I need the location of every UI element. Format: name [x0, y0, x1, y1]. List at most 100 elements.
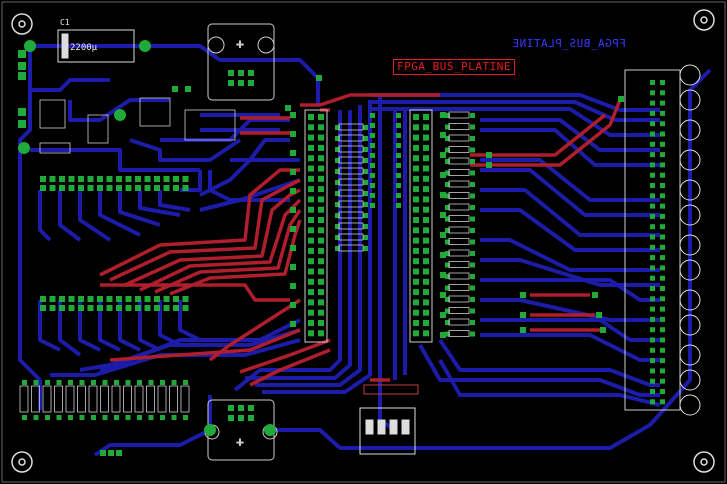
connector-pin: [660, 244, 665, 250]
connector-pin: [660, 100, 665, 106]
connector-pin: [660, 90, 665, 96]
ic-pin: [423, 165, 429, 172]
connector-pin: [650, 224, 655, 230]
resistor-pad: [370, 123, 375, 128]
ic-pin: [308, 124, 314, 131]
resistor-outline: [338, 145, 364, 153]
via: [290, 150, 296, 156]
ic-pin: [308, 237, 314, 244]
regulator-pad: [248, 70, 254, 76]
mirrored-board-label: FPGA_BUS_PLATINE: [512, 37, 626, 50]
resistor-pad: [102, 415, 108, 420]
resistor-outline: [123, 385, 132, 413]
resistor-pad: [470, 124, 475, 130]
resistor-pad: [445, 331, 450, 337]
connector-pin: [660, 389, 665, 394]
pad: [486, 152, 492, 158]
ic-pin: [423, 134, 429, 141]
pad: [520, 312, 526, 318]
resistor-outline: [88, 385, 98, 413]
header-pin: [68, 305, 75, 311]
round-pad: [114, 109, 126, 121]
header-pin: [106, 185, 113, 191]
ic-pin: [318, 165, 324, 172]
header-pin: [40, 305, 46, 311]
header-pin: [68, 176, 75, 182]
resistor-pad: [445, 182, 450, 187]
resistor-outline: [338, 211, 364, 219]
connector-pin: [660, 183, 665, 188]
resistor-pad: [335, 202, 340, 207]
connector-pin: [650, 100, 655, 106]
pad: [18, 108, 26, 116]
resistor-pad: [335, 180, 340, 185]
resistor-pad: [470, 182, 475, 187]
via: [440, 192, 446, 198]
resistor-pad: [445, 251, 450, 256]
header-pin: [135, 176, 141, 182]
header-pin: [163, 296, 170, 302]
ic-pin: [413, 320, 419, 326]
connector-pin: [650, 255, 655, 261]
pad: [600, 327, 606, 333]
pad: [18, 72, 26, 80]
resistor-pad: [148, 415, 154, 420]
resistor-pad: [160, 380, 165, 385]
ic-pin: [308, 227, 314, 234]
pads: [18, 40, 665, 456]
ic-pin: [423, 155, 429, 162]
ic-pin: [308, 299, 314, 306]
pad: [108, 450, 114, 456]
ic-pin: [318, 175, 324, 182]
ic-pin: [423, 247, 429, 254]
resistor-pad: [445, 193, 450, 199]
ic-pin: [423, 186, 429, 193]
resistor-pad: [91, 415, 96, 420]
pad: [520, 327, 526, 333]
pad: [316, 75, 322, 81]
resistor-pad: [396, 203, 401, 208]
resistor-bank: [19, 97, 470, 413]
pad: [18, 50, 26, 58]
via: [290, 112, 296, 118]
connector-pin: [650, 286, 655, 291]
resistor-pad: [183, 380, 188, 385]
ic-pin: [413, 268, 419, 275]
connector-pin: [660, 275, 665, 281]
mounting-holes: [11, 9, 715, 473]
header-pin: [135, 185, 141, 191]
header-pin: [125, 305, 132, 311]
ic-pin: [413, 155, 419, 162]
resistor-pad: [56, 415, 62, 420]
ic-pin: [318, 124, 324, 131]
ic-pin: [308, 309, 314, 316]
resistor-outline: [448, 203, 470, 211]
via: [290, 245, 296, 251]
connector-pin: [650, 358, 655, 364]
resistor-pad: [470, 251, 475, 256]
ic-pin: [308, 114, 314, 120]
via: [440, 112, 446, 118]
resistor-pad: [470, 228, 475, 233]
via: [440, 272, 446, 278]
header-pin: [154, 185, 160, 191]
header-pin: [182, 176, 189, 182]
ic-pin: [308, 186, 314, 193]
resistor-pad: [370, 133, 375, 138]
resistor-pad: [125, 415, 131, 420]
ic-pin: [308, 206, 314, 213]
ic-pin: [318, 144, 324, 151]
header-pin: [78, 296, 84, 302]
header-pin: [173, 296, 179, 302]
resistor-pad: [470, 147, 475, 153]
resistor-pad: [335, 169, 340, 174]
header-pin: [182, 305, 189, 311]
resistor-pad: [445, 262, 450, 268]
resistor-outline: [448, 215, 470, 222]
connector-pin: [650, 306, 655, 312]
connector-pin: [660, 131, 665, 137]
connector-pin: [660, 224, 665, 230]
pad: [185, 86, 191, 92]
